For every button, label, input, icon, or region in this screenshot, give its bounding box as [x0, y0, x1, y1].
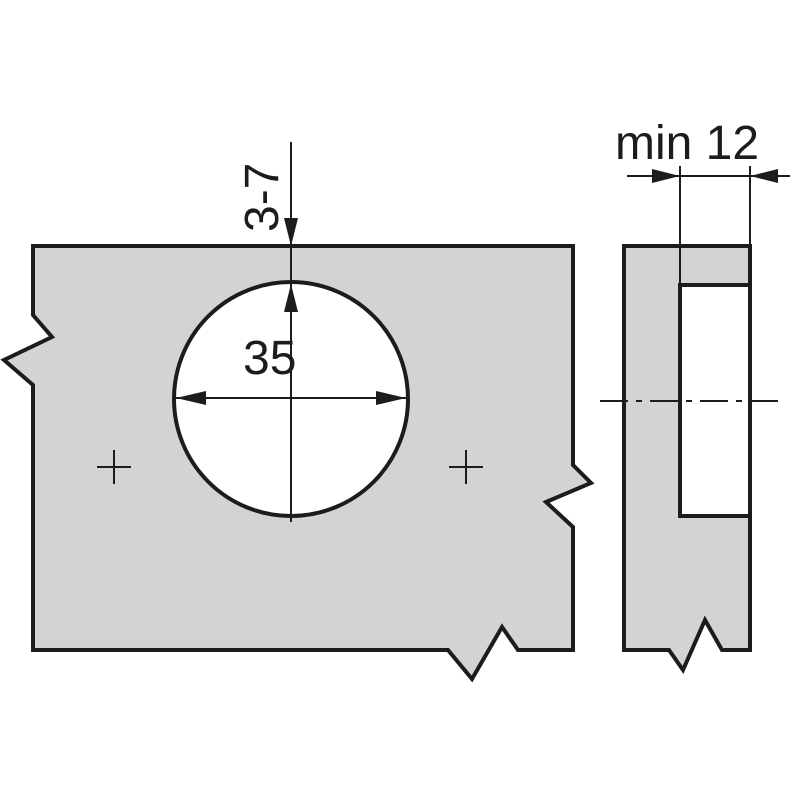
arrow-left-icon: [176, 391, 206, 405]
min-thickness-label: min 12: [615, 117, 759, 170]
arrow-up-icon: [284, 284, 298, 312]
edge-distance-dimension: [284, 142, 298, 522]
screw-mark-right: [449, 450, 483, 484]
min-thickness-dimension: [627, 166, 790, 285]
arrow-right-icon: [652, 169, 680, 183]
arrow-left-icon: [750, 169, 778, 183]
arrow-right-icon: [376, 391, 406, 405]
edge-distance-label: 3-7: [236, 163, 289, 232]
arrow-down-icon: [284, 218, 298, 246]
cup-diameter-dimension: [176, 391, 406, 405]
cup-diameter-label: 35: [243, 332, 296, 385]
screw-mark-left: [97, 450, 131, 484]
